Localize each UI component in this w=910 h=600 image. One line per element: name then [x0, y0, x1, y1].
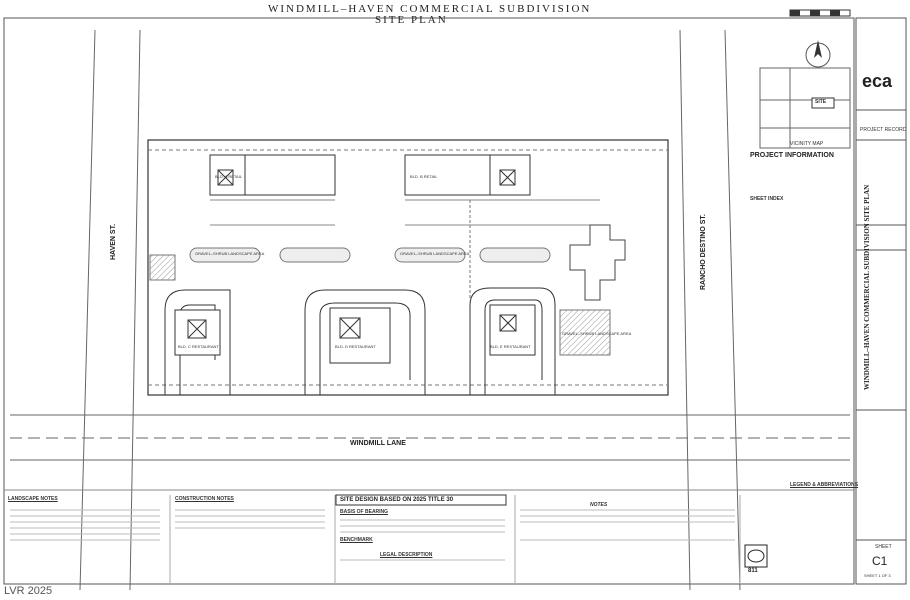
call-811-icon [744, 544, 768, 568]
titleblock-rotated-title: WINDMILL–HAVEN COMMERCIAL SUBDIVISION SI… [863, 184, 871, 390]
site-design-heading: SITE DESIGN BASED ON 2025 TITLE 30 [340, 497, 454, 503]
call-811-label: 811 [748, 568, 758, 574]
landscape-area-label: GRAVEL–SHRUB LANDSCAPE AREA [195, 251, 265, 256]
sheet-index-heading: SHEET INDEX [750, 196, 784, 202]
parcel-boundary [147, 139, 669, 396]
right-side-structure [569, 224, 626, 301]
site-design-box [335, 494, 507, 506]
vicinity-map-label: VICINITY MAP [790, 141, 824, 147]
building-c-label: BLD. C RESTAURANT [178, 344, 219, 349]
building-a [209, 154, 336, 196]
sheet-number: C1 [872, 554, 888, 568]
sheet-subtitle: SITE PLAN [375, 14, 448, 26]
legend-heading: LEGEND & ABBREVIATIONS [790, 482, 859, 488]
building-b-label: BLD. B RETAIL [410, 174, 438, 179]
sheet-title: WINDMILL–HAVEN COMMERCIAL SUBDIVISION [268, 3, 592, 15]
windmill-lane-label: WINDMILL LANE [350, 440, 406, 447]
eca-logo: eca [862, 71, 893, 91]
notes-heading: NOTES [590, 502, 608, 508]
rancho-destino-street [679, 29, 741, 591]
vicinity-map [759, 67, 851, 149]
project-information-heading: PROJECT INFORMATION [750, 152, 834, 159]
landscape-area-label: GRAVEL–SHRUB LANDSCAPE AREA [400, 251, 470, 256]
watermark: LVR 2025 [4, 585, 53, 597]
haven-street [79, 29, 141, 591]
construction-notes-heading: CONSTRUCTION NOTES [175, 496, 234, 502]
project-record-label: PROJECT RECORD [860, 127, 907, 133]
building-d [304, 289, 426, 395]
title-block [855, 17, 907, 585]
north-arrow-icon [805, 40, 831, 68]
landscape-area-label: GRAVEL–SHRUB LANDSCAPE AREA [562, 331, 632, 336]
building-d-label: BLD. D RESTAURANT [335, 344, 376, 349]
landscape-notes-heading: LANDSCAPE NOTES [8, 496, 58, 502]
benchmark-heading: BENCHMARK [340, 537, 373, 543]
basis-of-bearing: BASIS OF BEARING [340, 509, 389, 515]
landscape-islands [189, 247, 551, 263]
building-e [469, 287, 556, 395]
rancho-destino-label: RANCHO DESTINO ST. [700, 214, 707, 290]
note-text-lines [10, 509, 735, 561]
parking-row-top [210, 199, 600, 226]
legal-description-heading: LEGAL DESCRIPTION [380, 552, 433, 558]
building-e-label: BLD. E RESTAURANT [490, 344, 531, 349]
building-a-label: BLD. A RETAIL [215, 174, 243, 179]
sheet-border [3, 17, 855, 585]
sheet-label: SHEET [875, 544, 892, 550]
windmill-lane [10, 414, 850, 461]
site-label: SITE [815, 99, 827, 105]
sheet-of: SHEET 1 OF 3 [864, 573, 891, 578]
haven-street-label: HAVEN ST. [110, 223, 117, 260]
building-b [404, 154, 531, 196]
building-c [164, 289, 231, 395]
